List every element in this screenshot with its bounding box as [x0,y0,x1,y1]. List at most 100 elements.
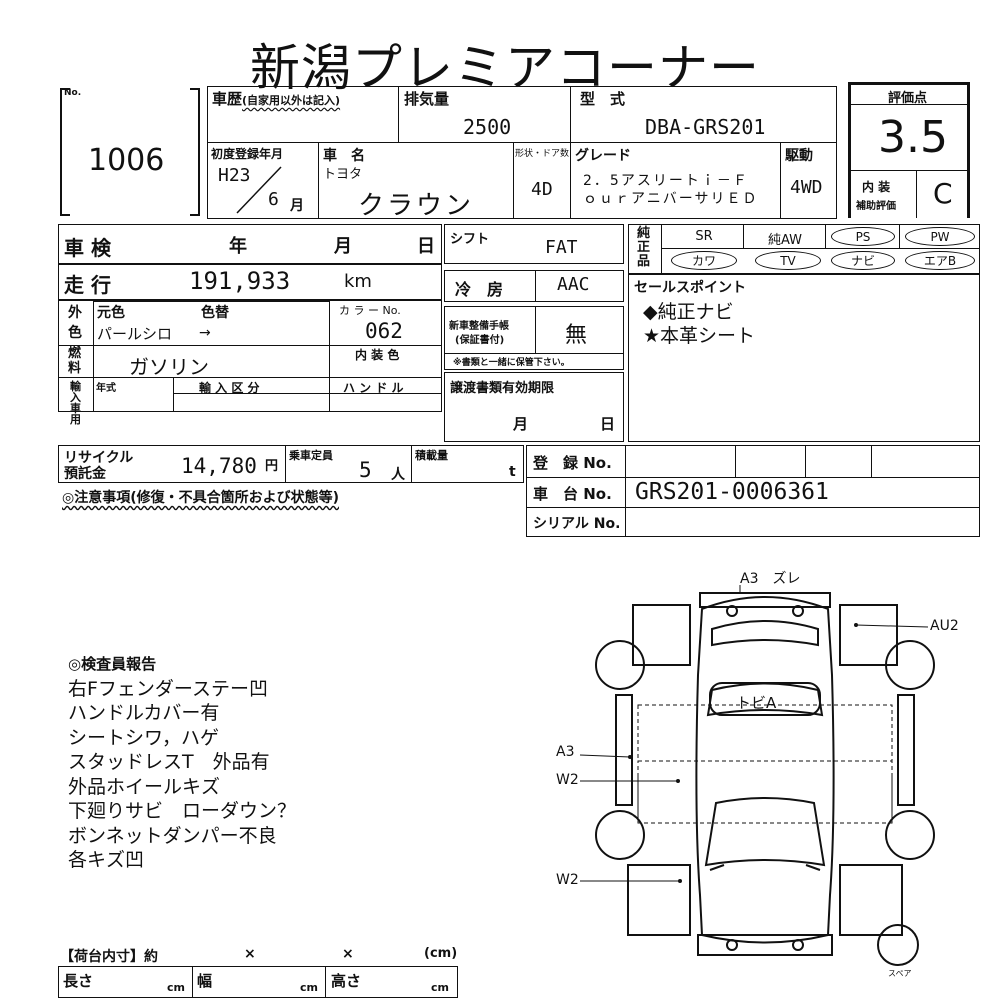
equip-tv: TV [755,251,821,270]
registration-box: 登 録 No. 車 台 No. GRS201-0006361 シリアル No. [526,445,980,537]
manual-value: 無 [565,323,588,348]
left-front-fender [627,864,691,936]
outer-color-label: 外色 [68,305,82,341]
aircon-label: 冷 房 [455,280,504,299]
diagram-label-top: A3 ズレ [740,571,801,587]
roof-line [706,682,824,717]
shift-value: FAT [545,237,578,258]
bed-x1: × [244,946,256,962]
manual-note: ※書類と一緒に保管下さい。 [453,358,570,368]
recycle-value: 14,780 [181,454,257,478]
first-reg-month-unit: 月 [290,198,304,214]
car-maker: トヨタ [323,167,363,182]
chassis-label: 車 台 No. [533,485,612,503]
right-rear-door-panel [839,604,898,666]
first-reg-month: 6 [268,189,279,210]
car-body [695,596,835,944]
fuel-label: 燃料 [68,346,82,376]
mileage-unit: km [344,271,372,292]
recycle-row: リサイクル 預託金 14,780 円 乗車定員 5 人 積載量 t [58,445,524,483]
first-reg-label: 初度登録年月 [211,147,284,161]
mileage-value: 191,933 [189,267,291,295]
equip-airbag: エアB [905,251,975,270]
grade-line2: ｏｕｒアニバーサリＥＤ [583,191,759,207]
color-code-label: カ ラ ー No. [339,304,401,317]
report-line: ハンドルカバー有 [68,702,220,724]
bed-length-label: 長さ [63,972,94,990]
doors-label: 形状・ドア数 [515,149,570,159]
diagram-label-right: AU2 [930,618,959,634]
report-line: ボンネットダンパー不良 [68,824,277,847]
inspection-row: 車 検 年 月 日 [58,224,442,264]
equip-navi: ナビ [831,251,895,270]
drive-value: 4WD [790,177,823,198]
score-box: 評価点 3.5 内 装 補助評価 C [848,82,972,219]
spare-label: スペア [888,969,912,978]
serial-label: シリアル No. [533,516,621,532]
sales-point-line-1: ◆純正ナビ [643,301,734,323]
interior-label-2: 補助評価 [856,201,896,212]
inspection-day: 日 [417,236,435,257]
top-info-grid: 車歴(自家用以外は記入) 排気量 2500 型 式 DBA-GRS201 初度登… [207,86,837,221]
mileage-label: 走 行 [64,273,111,297]
grade-line1: 2．5アスリートｉ－Ｆ [583,173,749,189]
aircon-box: 冷 房 AAC [444,270,624,302]
first-reg-year: H23 [218,165,251,186]
inspection-month: 月 [334,236,352,257]
mileage-row: 走 行 191,933 km [58,264,442,300]
interior-color-label: 内 装 色 [355,348,400,362]
transfer-month: 月 [513,415,529,433]
car-name: クラウン [358,191,475,221]
front-bumper [697,934,833,956]
bed-dimensions-row: 長さ cm 幅 cm 高さ cm [58,966,458,998]
score-label: 評価点 [888,91,928,106]
bed-label: 【荷台内寸】約 [60,949,158,965]
bed-length-unit: cm [167,981,185,994]
interior-label-1: 内 装 [862,180,891,194]
capacity-unit: 人 [391,467,405,483]
transfer-label: 譲渡書類有効期限 [450,381,555,396]
transfer-box: 譲渡書類有効期限 月 日 [444,372,624,442]
manual-box: 新車整備手帳 (保証書付) 無 ※書類と一緒に保管下さい。 [444,306,624,370]
right-front-wheel [885,810,935,860]
import-label: 輸入車用 [70,380,81,426]
model-value: DBA-GRS201 [645,115,766,139]
report-title: ◎検査員報告 [68,655,157,673]
score-value: 3.5 [878,112,948,163]
diagram-label-left-2: W2 [556,772,579,788]
sales-point-box: セールスポイント ◆純正ナビ ★本革シート [628,274,980,442]
manual-label-2: (保証書付) [455,335,505,346]
color-code-value: 062 [365,319,403,343]
fuel-value: ガソリン [129,355,209,379]
import-class-label: 輸 入 区 分 [199,381,260,395]
doors-value: 4D [531,179,553,200]
report-line: 各キズ凹 [68,849,145,871]
capacity-label: 乗車定員 [289,449,333,462]
right-front-fender [839,864,903,936]
bed-width-unit: cm [300,981,318,994]
slash-divider [236,166,282,214]
bed-height-label: 高さ [331,972,362,990]
capacity-value: 5 [359,458,372,482]
report-line: シートシワ，ハゲ [68,726,220,749]
equip-kawa: カワ [671,251,737,270]
history-note: (自家用以外は記入) [242,94,341,107]
repaint-label: 色替 [201,305,229,321]
notes-label: ◎注意事項(修復・不具合箇所および状態等) [62,490,340,506]
report-line: 下廻りサビ ローダウン？ [68,800,297,822]
handle-label: ハ ン ド ル [343,381,404,395]
windshield [704,797,826,867]
bed-height-unit: cm [431,981,449,994]
recycle-unit: 円 [265,459,279,474]
shift-box: シフト FAT [444,224,624,264]
chassis-value: GRS201-0006361 [635,479,829,505]
sales-point-label: セールスポイント [634,280,746,296]
inspection-year: 年 [229,236,247,257]
orig-color-label: 元色 [97,305,125,321]
sales-point-line-2: ★本革シート [643,325,756,347]
inspector-report: ◎検査員報告 右Fフェンダーステー凹 ハンドルカバー有 シートシワ，ハゲ スタッ… [68,652,296,873]
transfer-day: 日 [600,415,616,433]
equip-aw: 純AW [767,233,803,248]
bed-x2: × [342,946,354,962]
shift-label: シフト [450,232,490,247]
